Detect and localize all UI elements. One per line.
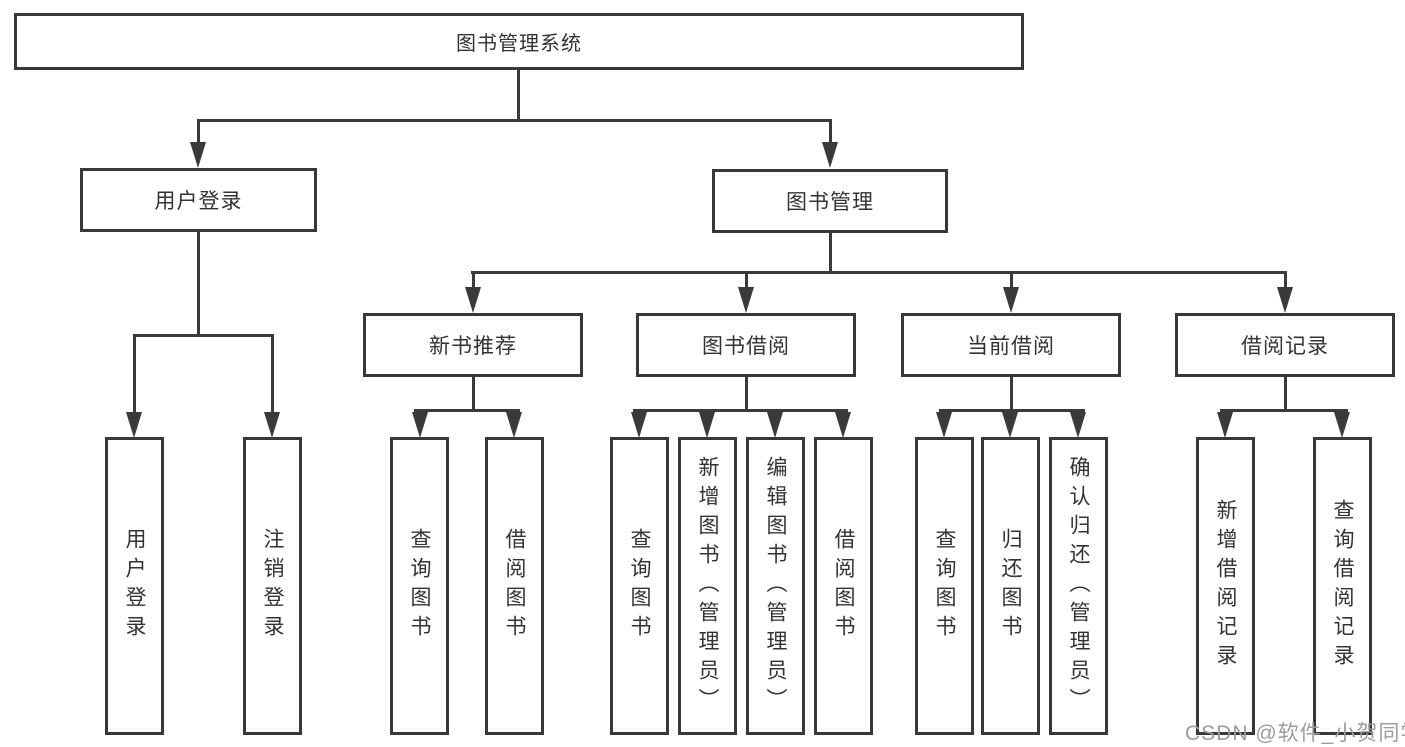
node-new-book-recommend: 新书推荐 (363, 313, 583, 377)
node-label: 新书推荐 (429, 335, 517, 358)
arrowhead-down-icon (699, 412, 715, 438)
connector-line (829, 119, 832, 145)
node-label: 借阅记录 (1241, 335, 1329, 358)
leaf-label: 用户登录 (123, 528, 146, 644)
node-label: 当前借阅 (967, 335, 1055, 358)
arrowhead-down-icon (936, 412, 952, 438)
arrowhead-down-icon (506, 412, 522, 438)
leaf-label: 新增借阅记录 (1214, 499, 1237, 673)
connector-line (472, 271, 475, 290)
node-borrow-records: 借阅记录 (1175, 313, 1395, 377)
node-current-borrow: 当前借阅 (901, 313, 1121, 377)
arrowhead-down-icon (835, 412, 851, 438)
node-label: 图书管理 (786, 191, 874, 214)
connector-line (1220, 409, 1348, 412)
leaf-add-borrow-record: 新增借阅记录 (1196, 437, 1255, 735)
connector-line (471, 271, 1287, 274)
arrowhead-down-icon (465, 287, 481, 313)
node-book-borrow: 图书借阅 (636, 313, 856, 377)
leaf-query-book-a: 查询图书 (390, 437, 449, 735)
leaf-confirm-return-admin: 确认归还（管理员） (1049, 437, 1108, 735)
node-book-management: 图书管理 (712, 169, 948, 233)
arrowhead-down-icon (822, 142, 838, 168)
leaf-query-borrow-record: 查询借阅记录 (1313, 437, 1372, 735)
leaf-label: 新增图书（管理员） (696, 455, 719, 717)
arrowhead-down-icon (412, 412, 428, 438)
connector-line (197, 119, 832, 122)
node-library-system: 图书管理系统 (14, 13, 1024, 70)
leaf-label: 查询图书 (628, 528, 651, 644)
node-label: 用户登录 (154, 190, 243, 213)
leaf-label: 归还图书 (999, 528, 1022, 644)
connector-line (197, 119, 200, 145)
connector-line (472, 377, 475, 412)
connector-line (197, 232, 200, 336)
node-label: 图书借阅 (702, 335, 790, 358)
arrowhead-down-icon (767, 412, 783, 438)
connector-line (829, 233, 832, 274)
arrowhead-down-icon (631, 412, 647, 438)
arrowhead-down-icon (1277, 287, 1293, 313)
leaf-edit-book-admin: 编辑图书（管理员） (746, 437, 805, 735)
leaf-user-login: 用户登录 (105, 437, 164, 735)
leaf-label: 借阅图书 (503, 528, 526, 644)
leaf-label: 查询图书 (408, 528, 431, 644)
connector-line (745, 377, 748, 412)
node-user-login: 用户登录 (80, 168, 317, 232)
connector-line (633, 409, 848, 412)
connector-line (939, 409, 1085, 412)
leaf-label: 编辑图书（管理员） (764, 455, 787, 717)
connector-line (1010, 377, 1013, 412)
arrowhead-down-icon (1070, 412, 1086, 438)
leaf-label: 借阅图书 (832, 528, 855, 644)
leaf-borrow-book-b: 借阅图书 (814, 437, 873, 735)
connector-line (1284, 377, 1287, 412)
connector-line (1010, 271, 1013, 290)
connector-line (745, 271, 748, 290)
connector-line (271, 334, 274, 414)
connector-line (414, 409, 520, 412)
connector-line (517, 70, 520, 122)
connector-line (133, 334, 136, 414)
connector-line (133, 334, 274, 337)
arrowhead-down-icon (126, 412, 142, 438)
watermark: CSDN @软件_小贺同学 (1185, 722, 1405, 745)
arrowhead-down-icon (1334, 412, 1350, 438)
arrowhead-down-icon (1002, 412, 1018, 438)
leaf-label: 查询借阅记录 (1331, 499, 1354, 673)
leaf-add-book-admin: 新增图书（管理员） (678, 437, 737, 735)
leaf-label: 注销登录 (261, 528, 284, 644)
leaf-label: 查询图书 (933, 528, 956, 644)
arrowhead-down-icon (190, 142, 206, 168)
leaf-label: 确认归还（管理员） (1067, 455, 1090, 717)
leaf-query-book-b: 查询图书 (610, 437, 669, 735)
leaf-borrow-book-a: 借阅图书 (485, 437, 544, 735)
leaf-query-book-c: 查询图书 (915, 437, 974, 735)
connector-line (1284, 271, 1287, 290)
leaf-logout: 注销登录 (243, 437, 302, 735)
arrowhead-down-icon (1217, 412, 1233, 438)
leaf-return-book: 归还图书 (981, 437, 1040, 735)
arrowhead-down-icon (1003, 287, 1019, 313)
arrowhead-down-icon (738, 287, 754, 313)
arrowhead-down-icon (264, 412, 280, 438)
node-label: 图书管理系统 (456, 33, 582, 55)
